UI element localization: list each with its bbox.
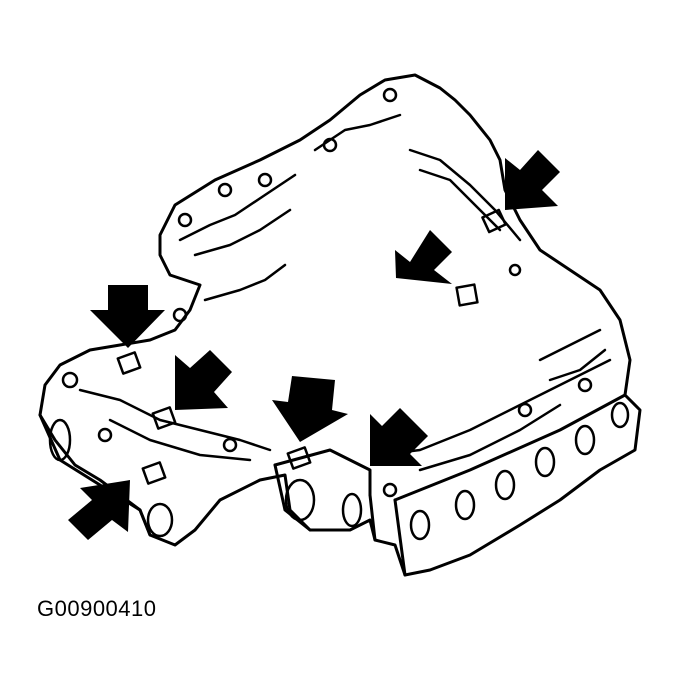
valve-body-diagram	[38, 73, 642, 577]
figure-caption: G00900410	[37, 596, 157, 621]
arrows	[68, 150, 560, 540]
valve-body-outline	[38, 73, 642, 577]
arrow-down-left-icon	[370, 408, 428, 466]
check-balls	[116, 208, 507, 485]
arrow-down-icon	[272, 376, 348, 442]
arrow-down-left-icon	[395, 230, 452, 284]
arrow-down-left-icon	[175, 350, 232, 410]
arrow-down-icon	[90, 285, 165, 348]
arrow-down-left-icon	[505, 150, 560, 210]
arrow-up-right-icon	[68, 480, 130, 540]
fluid-passages	[61, 87, 612, 498]
